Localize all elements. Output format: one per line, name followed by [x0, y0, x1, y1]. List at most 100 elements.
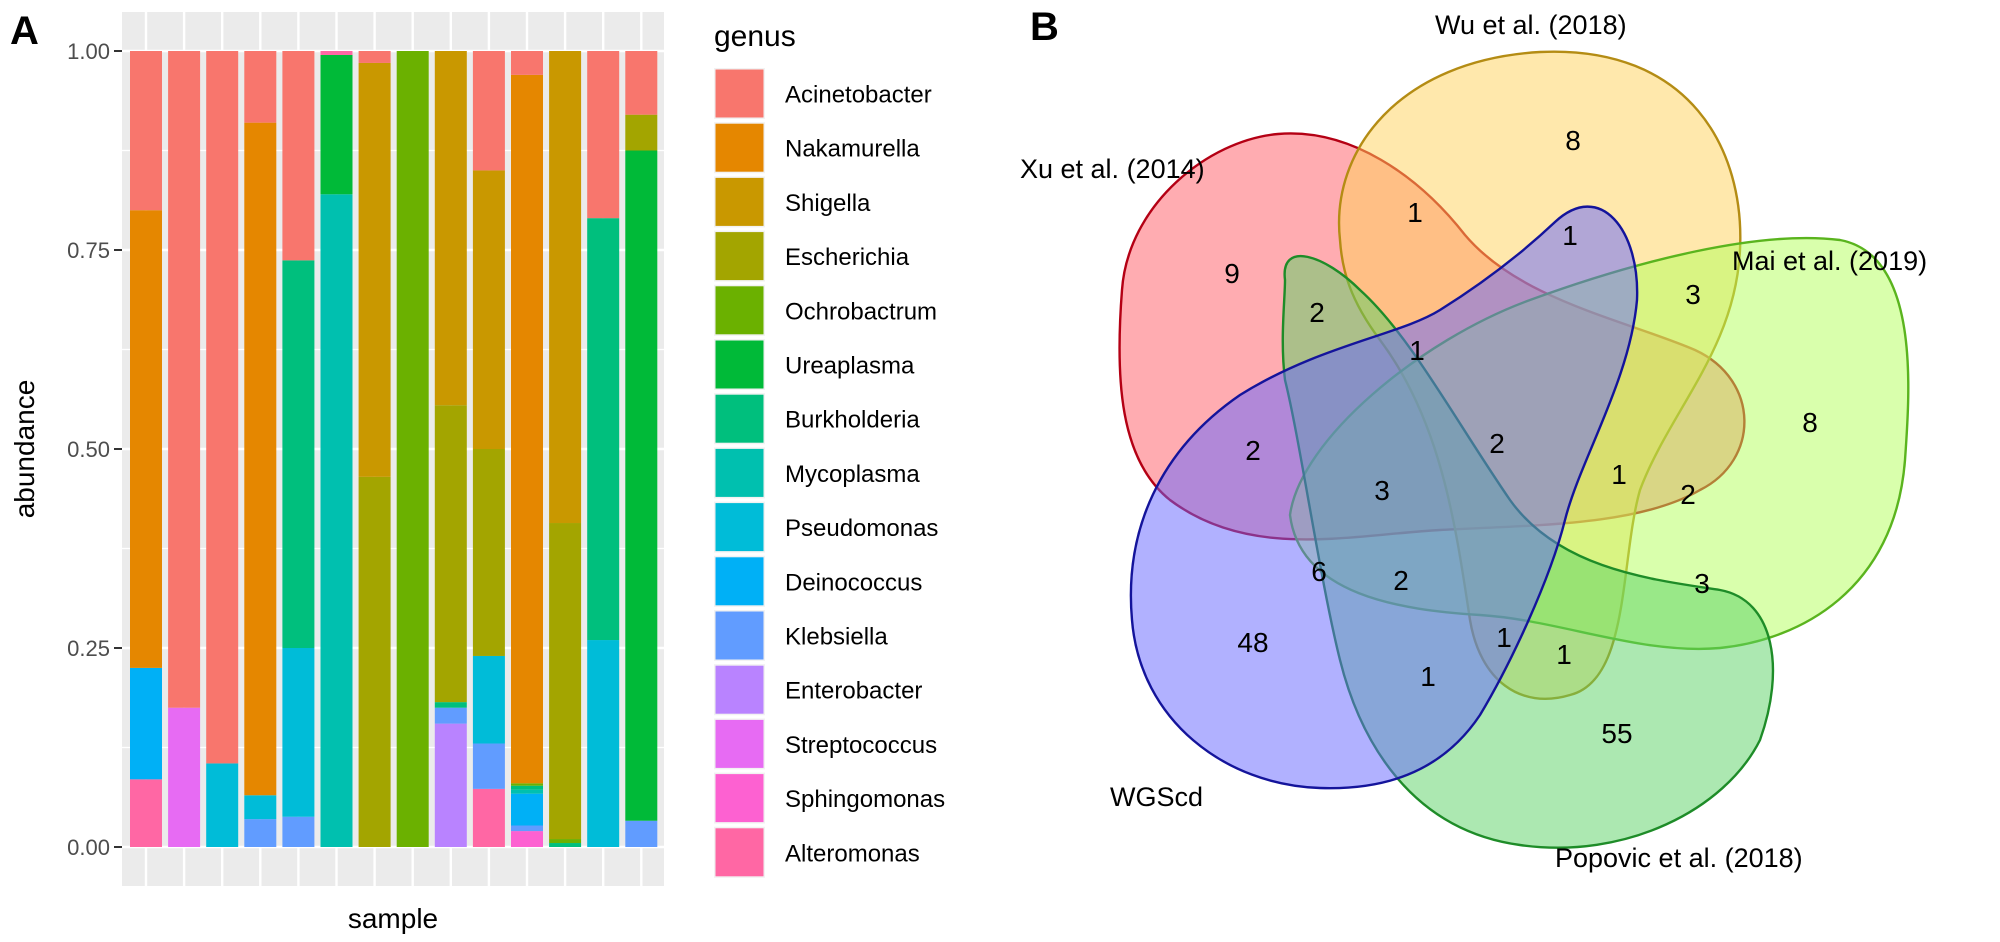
legend-key [715, 394, 764, 443]
venn-region-count: 1 [1407, 197, 1423, 228]
legend-label: Sphingomonas [785, 786, 945, 813]
legend-key [715, 123, 764, 172]
bar-segment [549, 51, 582, 524]
legend-key [715, 286, 764, 335]
bar-segment [472, 743, 505, 789]
venn-label-popovic-2018: Popovic et al. (2018) [1555, 843, 1803, 873]
bar-segment [625, 114, 658, 151]
venn-label-wu-2018: Wu et al. (2018) [1435, 10, 1627, 40]
bar-segment [625, 51, 658, 115]
venn-region-count: 9 [1224, 258, 1240, 289]
venn-region-count: 2 [1309, 297, 1325, 328]
legend-key [715, 340, 764, 389]
legend-label: Alteromonas [785, 840, 920, 867]
legend-key [715, 828, 764, 877]
venn-label-xu-2014: Xu et al. (2014) [1020, 154, 1205, 184]
bar-segment [282, 816, 315, 847]
venn-label-wgscd: WGScd [1110, 782, 1203, 812]
venn-region-count: 3 [1685, 279, 1701, 310]
bar-segment [130, 779, 162, 847]
venn-region-count: 1 [1420, 661, 1436, 692]
stacked-bars [130, 51, 658, 847]
legend-label: Mycoplasma [785, 461, 920, 488]
venn-region-count: 2 [1393, 565, 1409, 596]
venn-region-count: 3 [1374, 475, 1390, 506]
y-tick-label: 0.25 [67, 636, 110, 661]
bar-segment [320, 51, 353, 55]
bar-segment [130, 667, 162, 780]
bar-segment [130, 210, 162, 668]
bar-segment [320, 194, 353, 847]
venn-label-mai-2019: Mai et al. (2019) [1732, 246, 1927, 276]
venn-region-count: 8 [1565, 125, 1581, 156]
bar-segment [282, 648, 315, 817]
legend-key [715, 448, 764, 497]
venn-region-count: 6 [1311, 556, 1327, 587]
bar-segment [168, 707, 201, 847]
bar-segment [511, 831, 543, 847]
legend-title: genus [714, 20, 796, 53]
y-tick-label: 1.00 [67, 39, 110, 64]
legend-key [715, 503, 764, 552]
bar-segment [625, 150, 658, 821]
venn-set-wgscd [1129, 205, 1639, 790]
legend-key [715, 177, 764, 226]
bar-segment [511, 785, 543, 790]
panel-a-letter: A [10, 9, 39, 53]
legend-label: Ochrobactrum [785, 298, 937, 325]
legend-key [715, 557, 764, 606]
legend-key [715, 69, 764, 118]
bar-segment [549, 843, 582, 847]
bar-segment [244, 51, 277, 123]
venn-region-count: 2 [1489, 428, 1505, 459]
y-tick-label: 0.75 [67, 238, 110, 263]
bar-segment [358, 476, 391, 847]
legend-label: Enterobacter [785, 678, 922, 705]
legend-key [715, 232, 764, 281]
bar-segment [244, 122, 277, 796]
bar-segment [130, 51, 162, 211]
legend-label: Klebsiella [785, 624, 888, 651]
legend-label: Escherichia [785, 244, 910, 271]
legend-label: Streptococcus [785, 732, 937, 759]
bar-segment [434, 405, 467, 703]
bar-segment [587, 218, 620, 641]
bar-segment [168, 51, 201, 708]
legend-key [715, 665, 764, 714]
bar-segment [434, 707, 467, 724]
bar-segment [511, 789, 543, 794]
y-axis-title: abundance [9, 380, 40, 519]
bar-segment [244, 795, 277, 820]
bar-segment [358, 51, 391, 63]
legend-label: Shigella [785, 190, 871, 217]
bar-segment [511, 74, 543, 784]
bar-segment [434, 51, 467, 406]
bar-segment [396, 51, 429, 847]
legend-key [715, 719, 764, 768]
venn-region-count: 1 [1496, 622, 1512, 653]
legend-label: Acinetobacter [785, 82, 932, 109]
bar-segment [625, 820, 658, 847]
bar-segment [282, 51, 315, 261]
legend-label: Deinococcus [785, 569, 922, 596]
bar-segment [587, 51, 620, 219]
venn-region-count: 1 [1556, 639, 1572, 670]
legend: genus AcinetobacterNakamurellaShigellaEs… [714, 20, 945, 878]
bar-segment [472, 655, 505, 744]
venn-region-count: 3 [1694, 568, 1710, 599]
bar-segment [434, 702, 467, 708]
y-tick-label: 0.00 [67, 835, 110, 860]
legend-label: Nakamurella [785, 136, 920, 163]
legend-label: Ureaplasma [785, 353, 915, 380]
bar-segment [549, 523, 582, 840]
bar-segment [511, 793, 543, 826]
bar-segment [511, 825, 543, 832]
bar-segment [206, 51, 239, 764]
bar-segment [472, 51, 505, 171]
y-axis: 0.000.250.500.751.00 [67, 39, 122, 860]
legend-label: Burkholderia [785, 407, 920, 434]
venn-region-count: 2 [1680, 479, 1696, 510]
bar-segment [244, 819, 277, 847]
bar-segment [587, 640, 620, 847]
